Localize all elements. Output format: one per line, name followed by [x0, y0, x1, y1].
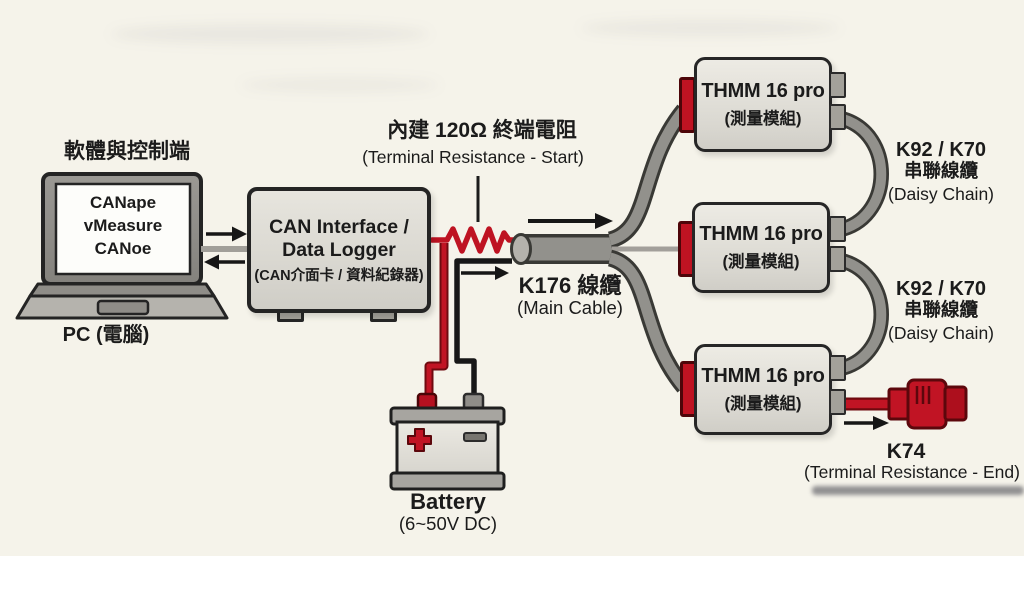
module1-stub-bottom	[829, 104, 846, 130]
terminal-start-title: 內建 120Ω 終端電阻	[387, 119, 577, 142]
module2-title: THMM 16 pro	[699, 223, 823, 245]
main-cable-title: K176 線纜	[518, 273, 622, 298]
screen-line: vMeasure	[83, 216, 163, 235]
module3-stub-bottom	[829, 389, 846, 415]
screen-line: CANoe	[94, 239, 152, 258]
daisy1-title: K92 / K70	[895, 139, 987, 161]
can-interface-box: CAN Interface / Data Logger (CAN介面卡 / 資料…	[247, 187, 431, 313]
software-title: 軟體與控制端	[64, 140, 190, 163]
daisy1-subtitle: (Daisy Chain)	[888, 184, 994, 204]
terminal-end-subtitle: (Terminal Resistance - End)	[804, 462, 1020, 482]
laptop	[15, 172, 229, 320]
arrow-right-icon	[206, 226, 247, 242]
daisy-chain-cable-2	[840, 253, 889, 376]
battery-title: Battery	[410, 489, 486, 514]
arrow-cable-start-icon	[461, 266, 509, 280]
arrow-left-icon	[204, 254, 245, 270]
resistor-symbol	[429, 226, 522, 254]
arrow-main-cable-icon	[528, 213, 613, 229]
module2-box: THMM 16 pro (測量模組)	[692, 202, 830, 293]
terminal-start-subtitle: (Terminal Resistance - Start)	[362, 147, 584, 167]
daisy2-subtitle: (Daisy Chain)	[888, 323, 994, 343]
plus-icon	[407, 428, 432, 452]
module1-subtitle: (測量模組)	[724, 110, 802, 128]
battery-positive-wire	[424, 243, 449, 399]
module1-title: THMM 16 pro	[701, 80, 825, 102]
main-cable	[510, 104, 691, 393]
battery	[389, 406, 506, 491]
daisy2-line2: 串聯線纜	[903, 299, 979, 320]
arrow-k74-icon	[844, 416, 889, 430]
daisy1-line2: 串聯線纜	[903, 160, 979, 181]
module2-stub-top	[829, 216, 846, 242]
pc-caption: PC (電腦)	[62, 324, 150, 346]
bottom-margin	[0, 556, 1024, 589]
terminal-end-title: K74	[886, 440, 926, 463]
module1-stub-top	[829, 72, 846, 98]
daisy2-title: K92 / K70	[895, 278, 987, 300]
battery-subtitle: (6~50V DC)	[398, 513, 498, 534]
module3-title: THMM 16 pro	[701, 365, 825, 387]
module2-stub-bottom	[829, 246, 846, 272]
module3-stub-top	[829, 355, 846, 381]
module2-subtitle: (測量模組)	[722, 253, 800, 271]
module3-box: THMM 16 pro (測量模組)	[694, 344, 832, 435]
interface-subtitle: (CAN介面卡 / 資料紀錄器)	[254, 267, 424, 284]
laptop-screen-text: CANape vMeasure CANoe	[56, 191, 190, 260]
k74-connector	[887, 378, 968, 430]
minus-icon	[463, 432, 487, 442]
interface-title-line2: Data Logger	[282, 238, 396, 261]
main-cable-subtitle: (Main Cable)	[517, 297, 623, 318]
screen-line: CANape	[89, 193, 157, 212]
module1-box: THMM 16 pro (測量模組)	[694, 57, 832, 152]
daisy-chain-cable-1	[840, 111, 889, 237]
battery-negative-wire	[454, 258, 512, 399]
interface-title-line1: CAN Interface /	[269, 215, 409, 238]
module3-subtitle: (測量模組)	[724, 395, 802, 413]
